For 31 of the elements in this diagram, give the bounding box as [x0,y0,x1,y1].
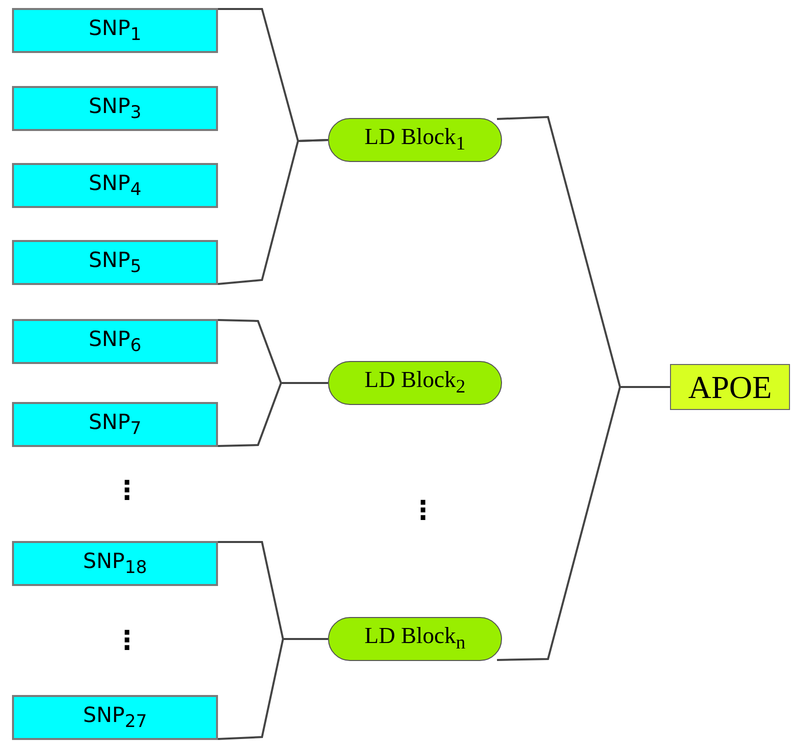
ld-block-pill [328,617,502,661]
ld-block-pill [328,361,502,405]
snp-box [12,541,218,586]
snp-box [12,402,218,447]
ellipsis-mark: ⋮ [410,498,436,524]
snp-box [12,86,218,131]
node-label: LD Block$_{2}$ [364,367,466,399]
bracket-connector [496,386,670,661]
snp-box [12,240,218,285]
node-label: SNP$_{4}$ [88,170,142,200]
snp-box [12,8,218,53]
ellipsis-mark: ⋮ [114,628,140,654]
node-label: SNP$_{7}$ [88,410,142,440]
node-label: SNP$_{5}$ [88,248,142,278]
bracket-connector [218,382,328,447]
node-label: LD Block$_{1}$ [364,124,466,156]
ellipsis-mark: ⋮ [114,478,140,504]
node-label: LD Block$_{n}$ [364,623,466,655]
snp-box [12,695,218,740]
gene-box [670,364,790,410]
node-label: SNP$_{3}$ [88,94,142,124]
snp-box [12,163,218,208]
node-label: SNP$_{18}$ [83,548,147,578]
bracket-connector [218,638,328,740]
node-label: APOE [688,368,772,406]
node-label: SNP$_{6}$ [88,326,142,356]
bracket-connector [218,139,328,285]
node-label: SNP$_{1}$ [88,16,142,46]
node-label: SNP$_{27}$ [83,702,147,732]
ld-block-pill [328,118,502,162]
snp-box [12,319,218,364]
